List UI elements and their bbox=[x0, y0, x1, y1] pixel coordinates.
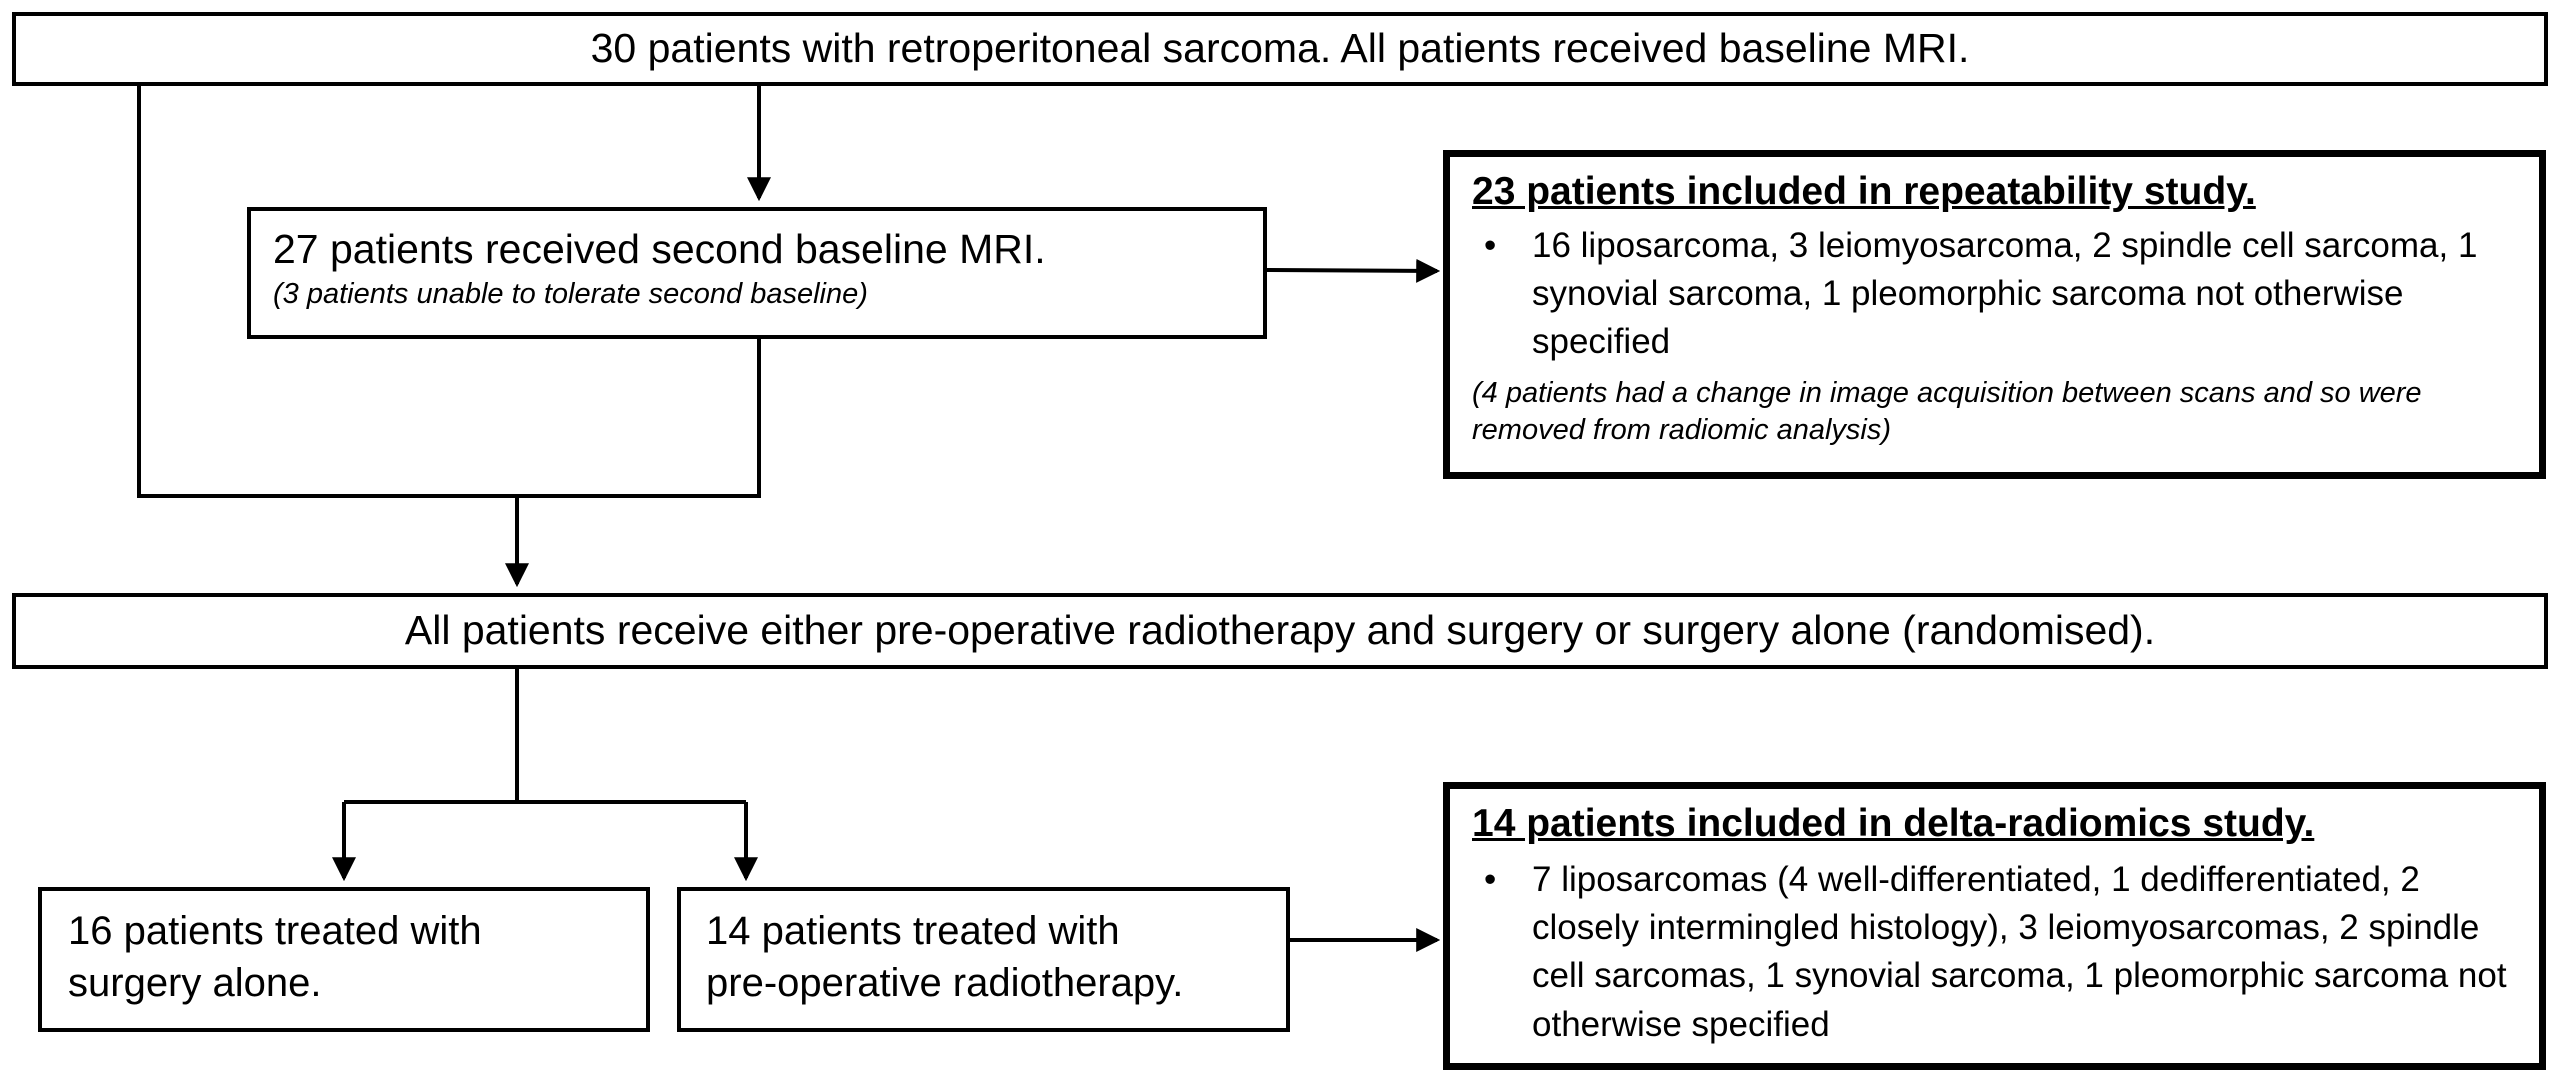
bullet-icon: • bbox=[1484, 859, 1497, 899]
radiotherapy-line2: pre-operative radiotherapy. bbox=[706, 961, 1184, 1005]
delta-radiomics-histology-text: 7 liposarcomas (4 well-differentiated, 1… bbox=[1532, 859, 2507, 1044]
delta-radiomics-study-heading: 14 patients included in delta-radiomics … bbox=[1472, 802, 2315, 845]
randomisation-text: All patients receive either pre-operativ… bbox=[404, 607, 2156, 654]
repeatability-histology-text: 16 liposarcoma, 3 leiomyosarcoma, 2 spin… bbox=[1532, 225, 2478, 362]
repeatability-histology-item: • 16 liposarcoma, 3 leiomyosarcoma, 2 sp… bbox=[1472, 222, 2515, 367]
bullet-icon: • bbox=[1484, 225, 1497, 265]
second-baseline-box: 27 patients received second baseline MRI… bbox=[247, 207, 1267, 339]
second-baseline-text: 27 patients received second baseline MRI… bbox=[273, 226, 1046, 272]
radiotherapy-box: 14 patients treated with pre-operative r… bbox=[677, 887, 1290, 1032]
surgery-alone-box: 16 patients treated with surgery alone. bbox=[38, 887, 650, 1032]
repeatability-study-box: 23 patients included in repeatability st… bbox=[1443, 150, 2546, 479]
radiotherapy-line1: 14 patients treated with bbox=[706, 909, 1120, 953]
arrow-to-repeatability bbox=[1264, 258, 1441, 283]
delta-radiomics-histology-item: • 7 liposarcomas (4 well-differentiated,… bbox=[1472, 856, 2515, 1049]
enrolled-patients-text: 30 patients with retroperitoneal sarcoma… bbox=[590, 25, 1970, 72]
bypass-connector bbox=[137, 84, 761, 498]
surgery-alone-line2: surgery alone. bbox=[68, 961, 322, 1005]
randomisation-box: All patients receive either pre-operativ… bbox=[12, 593, 2548, 669]
treatment-split-connector bbox=[344, 668, 519, 804]
second-baseline-note: (3 patients unable to tolerate second ba… bbox=[273, 278, 868, 311]
enrolled-patients-box: 30 patients with retroperitoneal sarcoma… bbox=[12, 12, 2548, 86]
surgery-alone-line1: 16 patients treated with bbox=[68, 909, 482, 953]
delta-radiomics-study-box: 14 patients included in delta-radiomics … bbox=[1443, 782, 2546, 1070]
repeatability-study-heading: 23 patients included in repeatability st… bbox=[1472, 170, 2256, 213]
repeatability-exclusion-note: (4 patients had a change in image acquis… bbox=[1472, 376, 2422, 446]
